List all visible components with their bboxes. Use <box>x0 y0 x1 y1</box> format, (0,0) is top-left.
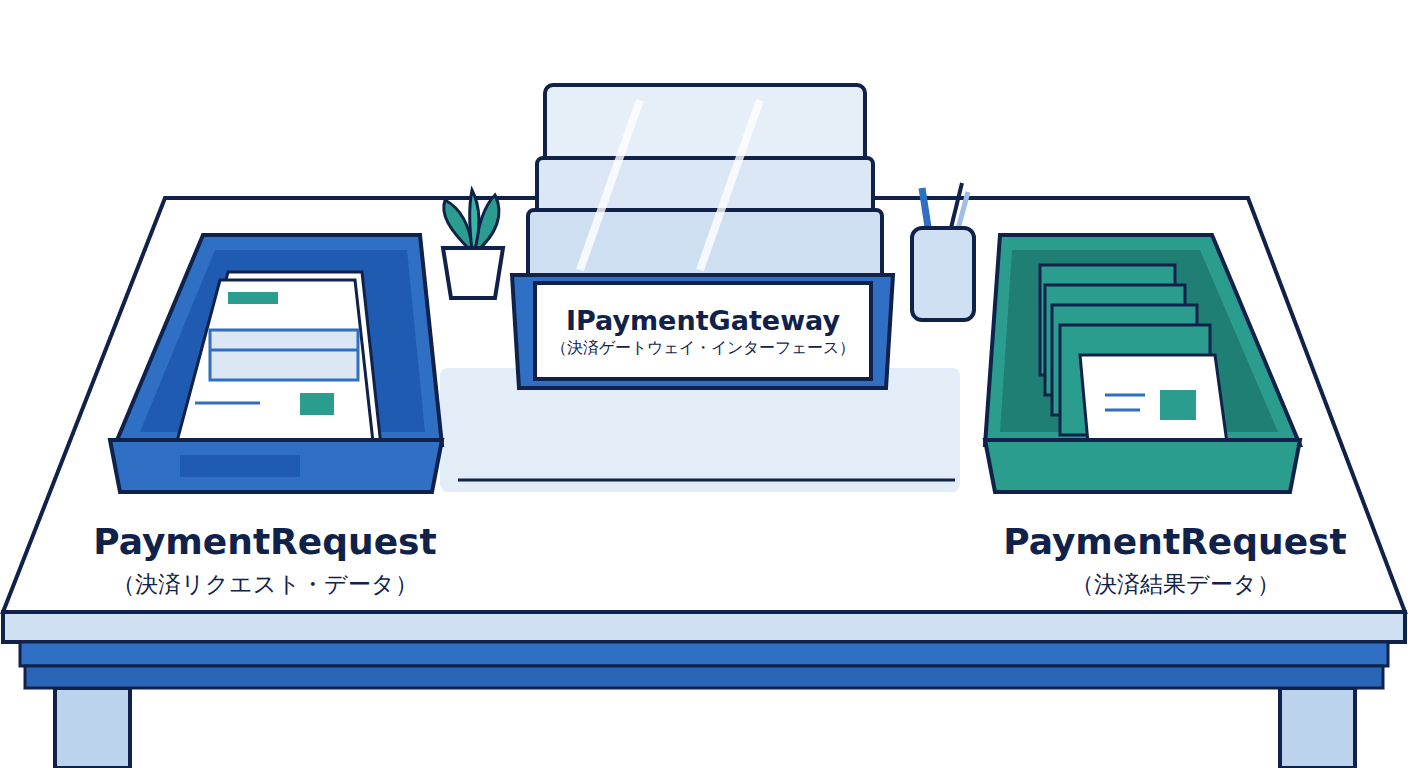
node-title: PaymentRequest <box>1003 519 1346 566</box>
node-subtitle: （決済ゲートウェイ・インターフェース） <box>551 338 855 359</box>
gateway-nameplate: IPaymentGateway（決済ゲートウェイ・インターフェース） <box>533 281 873 381</box>
node-title: PaymentRequest <box>93 519 436 566</box>
node-subtitle: （決済リクエスト・データ） <box>112 570 418 600</box>
request-tray: PaymentRequest （決済リクエスト・データ） <box>40 500 490 600</box>
node-subtitle: （決済結果データ） <box>1071 570 1280 600</box>
result-tray: PaymentRequest （決済結果データ） <box>950 500 1400 600</box>
node-title: IPaymentGateway <box>566 303 840 338</box>
